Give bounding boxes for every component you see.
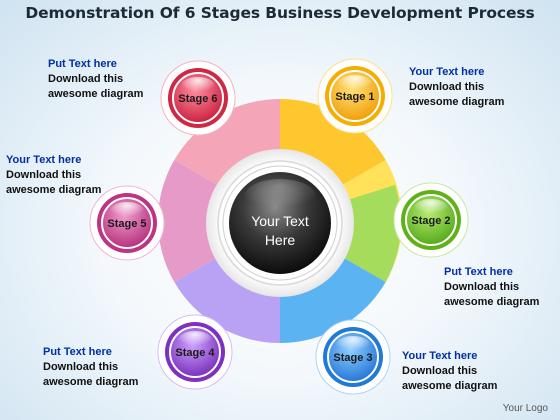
callout-heading: Put Text here xyxy=(43,346,112,358)
callout-stage-3: Your Text here Download this awesome dia… xyxy=(402,349,497,394)
callout-body: Download this awesome diagram xyxy=(6,169,102,196)
callout-body: Download this awesome diagram xyxy=(48,73,144,100)
callout-stage-4: Put Text here Download this awesome diag… xyxy=(43,345,138,390)
stage-5[interactable]: Stage 5 xyxy=(89,185,165,261)
callout-stage-1: Your Text here Download this awesome dia… xyxy=(409,65,504,110)
callout-heading: Your Text here xyxy=(402,350,478,362)
stage-6[interactable]: Stage 6 xyxy=(160,60,236,136)
callout-stage-6: Put Text here Download this awesome diag… xyxy=(48,57,143,102)
stage-4[interactable]: Stage 4 xyxy=(157,314,233,390)
stage-1[interactable]: Stage 1 xyxy=(317,58,393,134)
callout-body: Download this awesome diagram xyxy=(402,365,498,392)
stage-4-label: Stage 4 xyxy=(175,347,215,359)
callout-body: Download this awesome diagram xyxy=(409,81,505,108)
stage-6-label: Stage 6 xyxy=(178,93,217,105)
callout-heading: Your Text here xyxy=(6,154,82,166)
callout-heading: Put Text here xyxy=(48,58,117,70)
callout-heading: Put Text here xyxy=(444,266,513,278)
stage-5-label: Stage 5 xyxy=(107,218,146,230)
logo-text: Your Logo xyxy=(502,403,548,414)
stage-2-label: Stage 2 xyxy=(411,215,450,227)
callout-heading: Your Text here xyxy=(409,66,485,78)
stage-1-label: Stage 1 xyxy=(335,91,374,103)
stage-2[interactable]: Stage 2 xyxy=(393,182,469,258)
callout-stage-5: Your Text here Download this awesome dia… xyxy=(6,153,101,198)
center-shine xyxy=(244,179,316,215)
center-text-line2: Here xyxy=(265,232,296,248)
diagram-title: Demonstration Of 6 Stages Business Devel… xyxy=(25,4,535,22)
callout-body: Download this awesome diagram xyxy=(444,281,540,308)
center-text-line1: Your Text xyxy=(251,213,309,229)
callout-body: Download this awesome diagram xyxy=(43,361,139,388)
callout-stage-2: Put Text here Download this awesome diag… xyxy=(444,265,539,310)
stage-3[interactable]: Stage 3 xyxy=(315,319,391,395)
stage-3-label: Stage 3 xyxy=(333,352,372,364)
center-ring-line xyxy=(217,160,343,286)
